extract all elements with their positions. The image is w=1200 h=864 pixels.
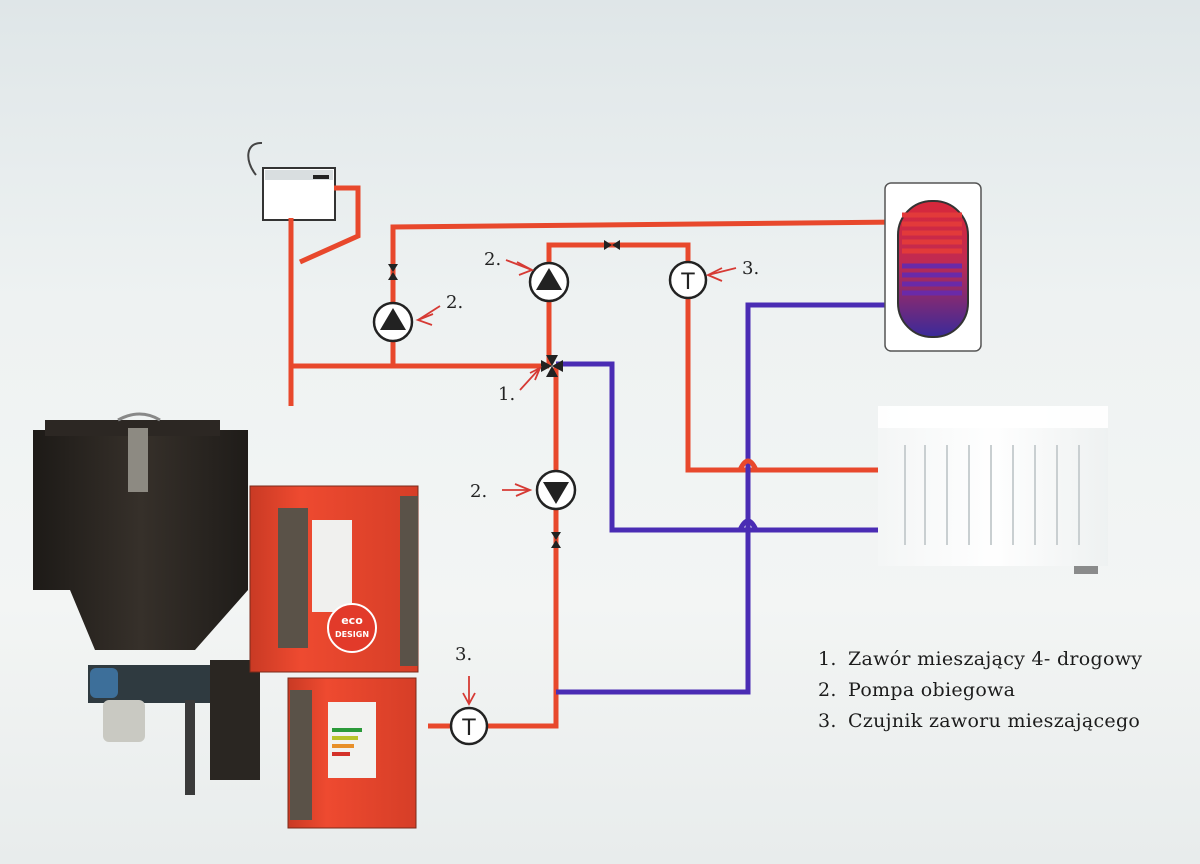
callout-pump-lower: 2. [470, 481, 487, 502]
legend-text: Czujnik zaworu mieszającego [848, 710, 1141, 732]
sensor-symbol: T [461, 716, 476, 741]
legend-number: 2. [818, 679, 837, 701]
annotation-arrows [415, 259, 737, 706]
pipe-crossovers [737, 458, 759, 532]
sensor-symbol: T [680, 270, 695, 295]
pump-lower [535, 469, 577, 511]
temperature-sensor-top: T [668, 260, 708, 300]
mixing-valve-4way [541, 355, 563, 377]
shutoff-valve [388, 264, 398, 280]
hot-water-tank [884, 182, 982, 352]
radiator [878, 406, 1108, 574]
eco-badge-line2: DESIGN [335, 630, 369, 639]
shutoff-valve [551, 532, 561, 548]
legend-text: Pompa obiegowa [848, 679, 1016, 701]
legend-text: Zawór mieszający 4- drogowy [848, 648, 1143, 670]
expansion-vessel [247, 141, 336, 221]
callout-sensor-bottom: 3. [455, 644, 472, 665]
eco-badge-line1: eco [341, 614, 363, 627]
legend-number: 3. [818, 710, 837, 732]
pump-top [528, 261, 570, 303]
callout-mixing-valve: 1. [498, 384, 515, 405]
callout-pump-top: 2. [484, 249, 501, 270]
legend-item: 1. Zawór mieszający 4- drogowy [818, 644, 1188, 675]
legend-item: 2. Pompa obiegowa [818, 675, 1188, 706]
temperature-sensor-bottom: T [449, 706, 489, 746]
shutoff-valve [604, 240, 620, 250]
return-pipes [556, 302, 900, 695]
legend-item: 3. Czujnik zaworu mieszającego [818, 706, 1188, 737]
pellet-boiler: eco DESIGN [33, 412, 419, 829]
legend-number: 1. [818, 648, 837, 670]
legend: 1. Zawór mieszający 4- drogowy 2. Pompa ob… [818, 644, 1188, 737]
callout-pump-left: 2. [446, 292, 463, 313]
callout-sensor-top: 3. [742, 258, 759, 279]
pump-left [372, 301, 414, 343]
